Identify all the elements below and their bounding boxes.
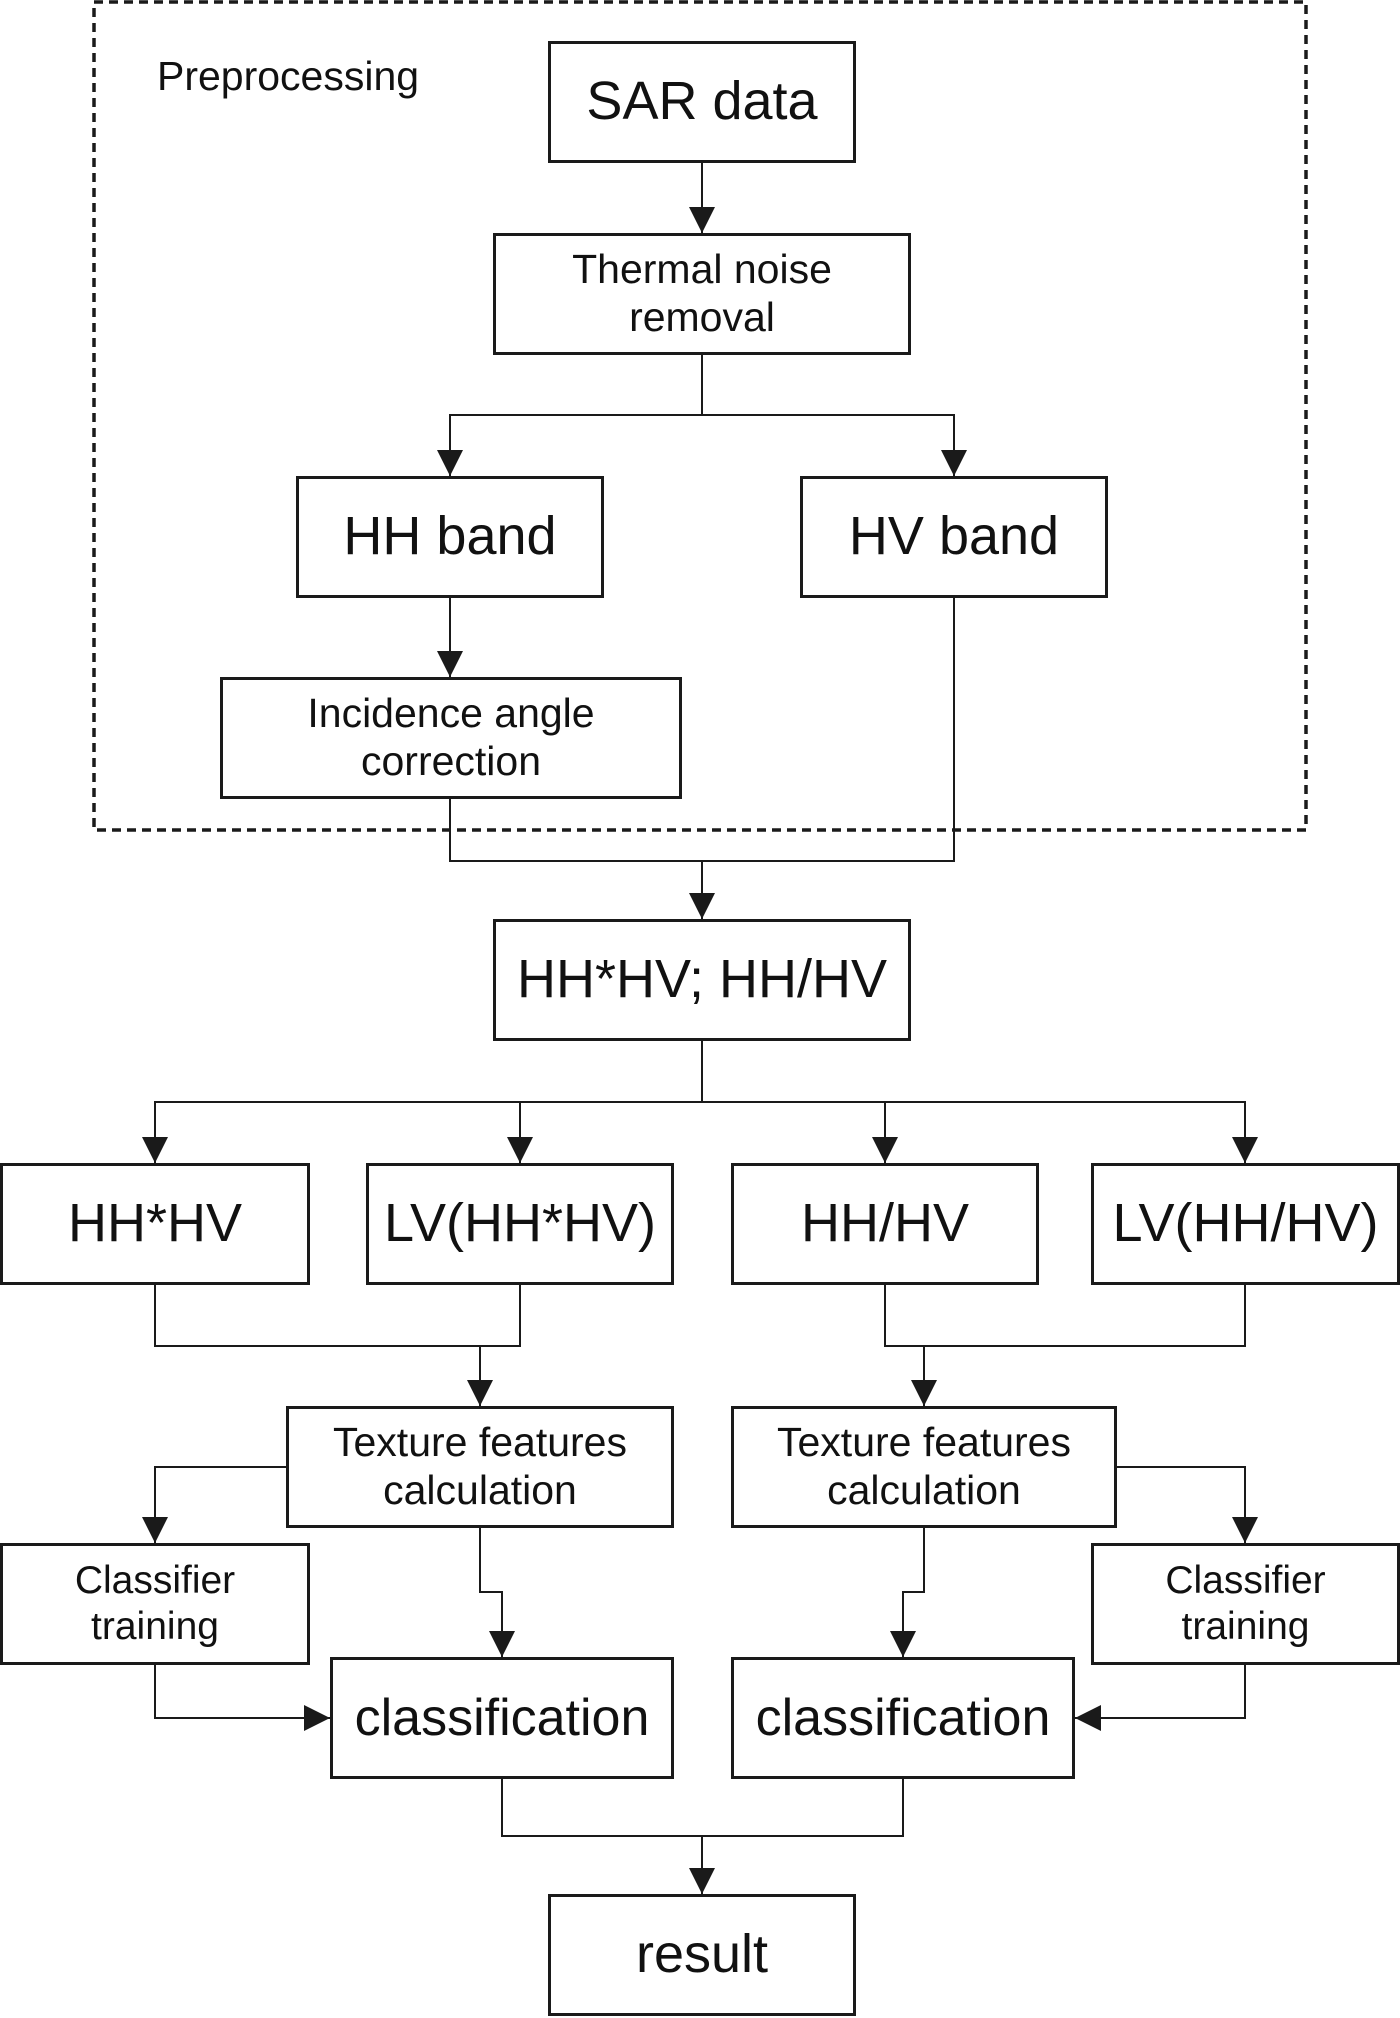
classifier-training-left-node: Classifier training (0, 1543, 310, 1665)
preprocessing-group-border (92, 0, 1308, 832)
hh-over-hv-node: HH/HV (731, 1163, 1039, 1285)
connector-thermal-to-hh-band (437, 355, 703, 476)
connector-class2-to-result (702, 1779, 904, 1837)
texture-features-right-node: Texture features calculation (731, 1406, 1117, 1528)
hh-band-node: HH band (296, 476, 604, 598)
classifier-training-right-node: Classifier training (1091, 1543, 1400, 1665)
connector-incidence-to-combo (449, 799, 715, 919)
lv-hh-over-hv-node: LV(HH/HV) (1091, 1163, 1400, 1285)
result-node: result (548, 1894, 856, 2016)
classification-left-node: classification (330, 1657, 674, 1779)
connector-train2-to-class2 (1075, 1665, 1246, 1731)
connector-f1-to-tex1 (154, 1285, 493, 1406)
texture-features-left-node: Texture features calculation (286, 1406, 674, 1528)
connector-f4-to-tex2 (924, 1285, 1246, 1347)
connector-tex2-to-class2 (890, 1528, 925, 1657)
connector-thermal-to-hv-band (702, 414, 967, 476)
classification-right-node: classification (731, 1657, 1075, 1779)
incidence-angle-correction-node: Incidence angle correction (220, 677, 682, 799)
connector-tex2-to-train2 (1117, 1466, 1258, 1543)
connector-f2-to-tex1 (480, 1285, 521, 1347)
hh-times-hv-node: HH*HV (0, 1163, 310, 1285)
preprocessing-label: Preprocessing (157, 53, 420, 99)
connector-hv-band-to-combo (702, 598, 955, 862)
connector-f3-to-tex2 (884, 1285, 937, 1406)
connector-class1-to-result (501, 1779, 715, 1894)
sar-data-node: SAR data (548, 41, 856, 163)
hv-band-node: HV band (800, 476, 1108, 598)
connector-combo-to-f4 (702, 1101, 1258, 1163)
connector-combo-to-f1 (142, 1041, 703, 1163)
connector-tex1-to-class1 (479, 1528, 515, 1657)
lv-hh-times-hv-node: LV(HH*HV) (366, 1163, 674, 1285)
connector-tex1-to-train1 (142, 1466, 286, 1543)
connector-train1-to-class1 (154, 1665, 330, 1731)
thermal-noise-removal-node: Thermal noise removal (493, 233, 911, 355)
hh-hv-combination-node: HH*HV; HH/HV (493, 919, 911, 1041)
